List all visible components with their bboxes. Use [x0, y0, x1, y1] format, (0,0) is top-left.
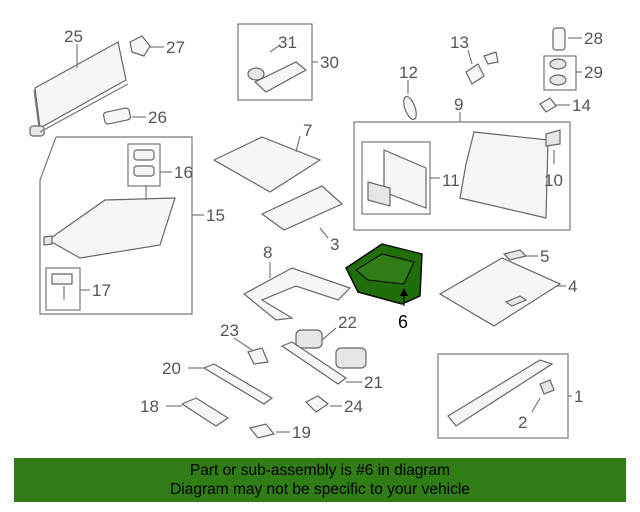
callout-7[interactable]: 7: [303, 121, 312, 140]
part-14-clip: 14: [539, 96, 591, 115]
callout-4[interactable]: 4: [568, 277, 577, 296]
part-17-bracket: 17: [45, 267, 111, 311]
callout-30[interactable]: 30: [320, 53, 339, 72]
callout-10[interactable]: 10: [544, 171, 563, 190]
part-23-bracket: 23: [220, 321, 269, 365]
part-18-bracket: 18: [140, 397, 230, 427]
callout-19[interactable]: 19: [292, 423, 311, 442]
callout-18[interactable]: 18: [140, 397, 159, 416]
callout-24[interactable]: 24: [344, 397, 363, 416]
callout-6[interactable]: 6: [398, 312, 408, 332]
part-5-pad: 5: [502, 247, 549, 266]
part-4-floor-panel: 4: [438, 257, 577, 327]
callout-1[interactable]: 1: [574, 387, 583, 406]
part-20-rail: 20: [162, 359, 274, 405]
callout-28[interactable]: 28: [584, 29, 603, 48]
callout-14[interactable]: 14: [572, 96, 591, 115]
part-21-rail: 21: [280, 341, 383, 392]
part-30-box: 31 30: [237, 23, 339, 101]
part-6-storage-tray[interactable]: 6: [345, 243, 423, 332]
part-16-clips: 16: [127, 143, 193, 200]
part-3-panel: 3: [260, 185, 344, 254]
callout-8[interactable]: 8: [263, 243, 272, 262]
callout-22[interactable]: 22: [338, 313, 357, 332]
callout-29[interactable]: 29: [584, 63, 603, 82]
part-25-cargo-cover: 25: [29, 27, 129, 137]
part-9-trim-panel: 9 11 10: [353, 95, 571, 231]
callout-31[interactable]: 31: [278, 33, 297, 52]
callout-16[interactable]: 16: [174, 163, 193, 182]
callout-5[interactable]: 5: [540, 247, 549, 266]
part-1-sill-trim: 1 2: [437, 353, 583, 439]
callout-11[interactable]: 11: [442, 171, 460, 190]
callout-15[interactable]: 15: [206, 206, 225, 225]
part-13-clips: 13: [450, 33, 499, 85]
callout-27[interactable]: 27: [166, 38, 185, 57]
part-19-bracket: 19: [248, 423, 311, 442]
callout-3[interactable]: 3: [330, 235, 339, 254]
part-22-cups: 22: [295, 313, 367, 369]
part-7-floor-mat: 7: [212, 121, 322, 193]
part-28-fastener: 28: [552, 27, 603, 51]
callout-2[interactable]: 2: [518, 413, 527, 432]
parts-diagram: 25 27 26 15 16 17: [29, 23, 603, 442]
callout-9[interactable]: 9: [454, 95, 463, 114]
callout-20[interactable]: 20: [162, 359, 181, 378]
callout-13[interactable]: 13: [450, 33, 469, 52]
part-12-grommet: 12: [399, 63, 418, 121]
part-15-cover-assembly: 15: [39, 136, 225, 315]
part-29-plugs: 29: [543, 55, 603, 91]
part-26-pad: 26: [102, 107, 167, 127]
caption-line-2: Diagram may not be specific to your vehi…: [170, 481, 470, 498]
callout-12[interactable]: 12: [399, 63, 418, 82]
callout-26[interactable]: 26: [148, 108, 167, 127]
caption-banner: Part or sub-assembly is #6 in diagram Di…: [14, 458, 626, 502]
part-24-bracket: 24: [304, 395, 363, 416]
callout-23[interactable]: 23: [220, 321, 239, 340]
caption-line-1: Part or sub-assembly is #6 in diagram: [189, 462, 451, 479]
part-27-clip: 27: [129, 35, 185, 57]
callout-17[interactable]: 17: [92, 281, 111, 300]
callout-21[interactable]: 21: [364, 373, 383, 392]
part-8-frame: 8: [242, 243, 352, 321]
callout-25[interactable]: 25: [64, 27, 83, 46]
